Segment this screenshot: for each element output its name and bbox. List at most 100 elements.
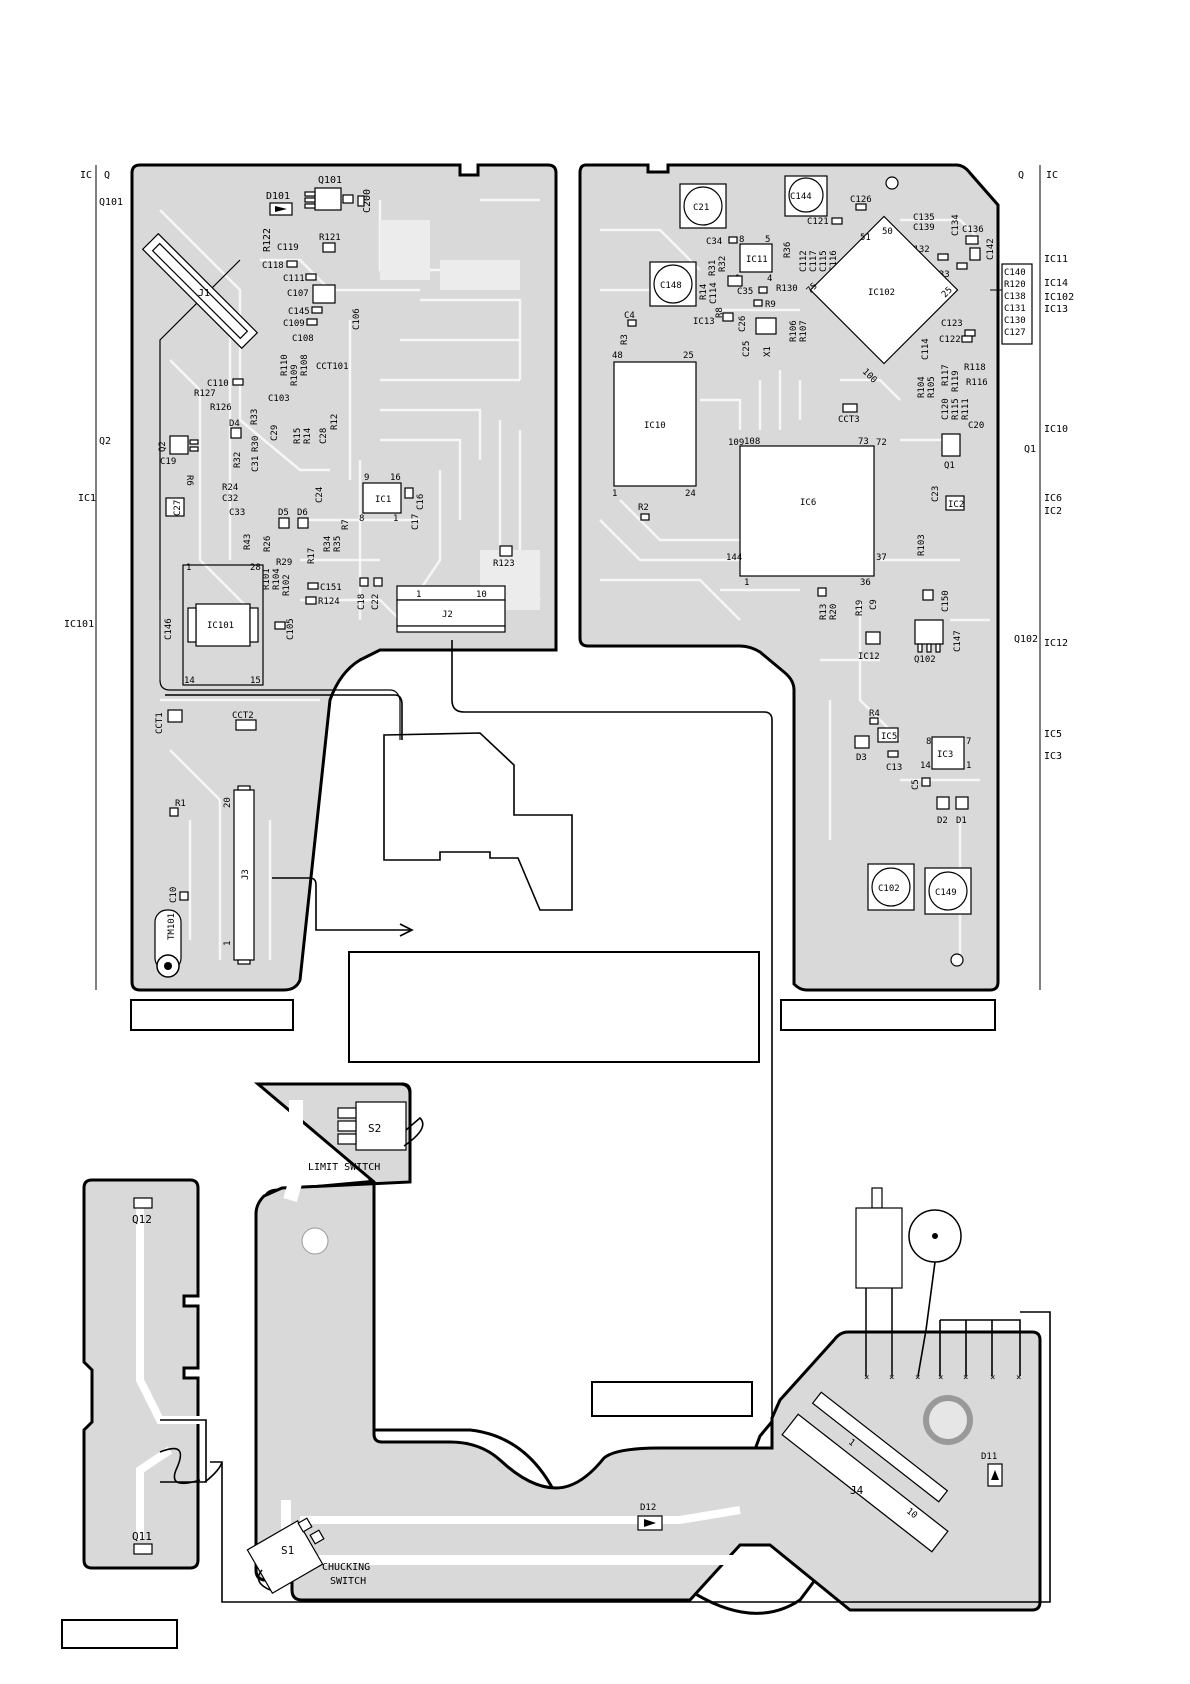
label-cct101: CCT101 [316, 362, 349, 372]
ic1: IC1 9 16 8 1 [359, 473, 402, 524]
label-c122: C122 [939, 335, 961, 345]
label-c26: C26 [738, 316, 748, 332]
label-r126: R126 [210, 403, 232, 413]
tm101: TM101 [154, 909, 182, 978]
label-r9: R9 [765, 300, 776, 310]
label-c126: C126 [850, 195, 872, 205]
j2-pin-1: 1 [416, 590, 421, 600]
label-c114: C114 [709, 282, 719, 304]
ic6-pin-109: 109 [728, 438, 744, 448]
q2: Q2 [158, 435, 199, 455]
label-c13: C13 [886, 763, 902, 773]
label-c18: C18 [357, 594, 367, 610]
label-c17: C17 [411, 514, 421, 530]
label-c23: C23 [931, 486, 941, 502]
right-margin-q1: Q1 [1024, 444, 1036, 455]
label-c118: C118 [262, 261, 284, 271]
svg-text:×: × [990, 1373, 995, 1383]
s1-chucking-switch: S1 [246, 1517, 325, 1594]
label-ic2: IC2 [948, 500, 964, 510]
ic10: IC10 48 25 1 24 [612, 351, 697, 499]
label-c28: C28 [319, 428, 329, 444]
label-c109: C109 [283, 319, 305, 329]
c149: C149 [924, 867, 972, 915]
ic6: IC6 109 108 73 72 144 1 36 37 [726, 437, 887, 588]
label-r24: R24 [222, 483, 238, 493]
label-cct1: CCT1 [155, 712, 165, 734]
label-r15: R15 [293, 428, 303, 444]
left-q-header: Q [104, 170, 110, 181]
label-r106: R106 [789, 320, 799, 342]
label-c29: C29 [270, 425, 280, 441]
label-ic1: IC1 [375, 495, 391, 505]
label-r116: R116 [966, 378, 988, 388]
ic11-pin-4: 4 [767, 274, 772, 284]
label-ic5: IC5 [881, 732, 897, 742]
callout-c130: C130 [1004, 316, 1026, 326]
label-c119: C119 [277, 243, 299, 253]
ic1-pin-16: 16 [390, 473, 401, 483]
label-cct2: CCT2 [232, 711, 254, 721]
ic6-pin-108: 108 [744, 437, 760, 447]
label-r7: R7 [341, 519, 351, 530]
label-r12: R12 [330, 414, 340, 430]
label-s2: S2 [368, 1122, 381, 1135]
label-c136: C136 [962, 225, 984, 235]
label-r103: R103 [917, 534, 927, 556]
ic1-pin-8: 8 [359, 514, 364, 524]
label-q2: Q2 [158, 441, 168, 452]
callout-c140: C140 [1004, 268, 1026, 278]
label-ic13: IC13 [693, 317, 715, 327]
ic11-pin-5: 5 [765, 235, 770, 245]
label-c149: C149 [935, 888, 957, 898]
label-r19: R19 [855, 600, 865, 616]
label-c19: C19 [160, 457, 176, 467]
ic102-pin-50: 50 [882, 227, 893, 237]
left-margin-ic101: IC101 [64, 619, 94, 630]
label-r124: R124 [318, 597, 340, 607]
ic6-pin-73: 73 [858, 437, 869, 447]
label-r118: R118 [964, 363, 986, 373]
right-ic-header: IC [1046, 170, 1058, 181]
label-j4: J4 [850, 1484, 864, 1497]
label-d5: D5 [278, 508, 289, 518]
label-c24: C24 [315, 487, 325, 503]
label-r110: R110 [280, 354, 290, 376]
label-c132: C132 [908, 245, 930, 255]
ic3: IC3 8 7 14 1 [920, 736, 971, 771]
label-c123: C123 [941, 319, 963, 329]
label-c33: C33 [229, 508, 245, 518]
j2-connector: 1 10 J2 [396, 585, 506, 633]
d12: D12 [637, 1503, 663, 1531]
j1-connector: J1 [141, 232, 259, 350]
motor-assembly [210, 1187, 1051, 1603]
label-r31: R31 [708, 260, 718, 276]
label-r108: R108 [300, 354, 310, 376]
label-r121: R121 [319, 233, 341, 243]
label-c115: C115 [819, 250, 829, 272]
label-d11: D11 [981, 1452, 997, 1462]
label-r1: R1 [175, 799, 186, 809]
callout-c131: C131 [1004, 304, 1026, 314]
ic101-pin-15: 15 [250, 676, 261, 686]
chucking-label-line1: CHUCKING [322, 1562, 370, 1573]
label-d3: D3 [856, 753, 867, 763]
left-ic-header: IC [80, 170, 92, 181]
blank-box-left [130, 999, 294, 1031]
label-r17: R17 [307, 548, 317, 564]
label-c147: C147 [953, 630, 963, 652]
label-ic10: IC10 [644, 421, 666, 431]
blank-box-center [348, 951, 760, 1063]
label-ic11: IC11 [746, 255, 768, 265]
label-r101: R101 [262, 568, 272, 590]
label-r4: R4 [869, 709, 880, 719]
label-ic3: IC3 [937, 750, 953, 760]
ic3-pin-8: 8 [926, 737, 931, 747]
label-ic102: IC102 [868, 288, 895, 298]
svg-text:×: × [963, 1373, 968, 1383]
label-r130: R130 [776, 284, 798, 294]
label-c32: C32 [222, 494, 238, 504]
j4-connector: J4 1 10 [781, 1391, 949, 1553]
c102: C102 [867, 863, 915, 911]
label-r6: R6 [184, 475, 194, 486]
